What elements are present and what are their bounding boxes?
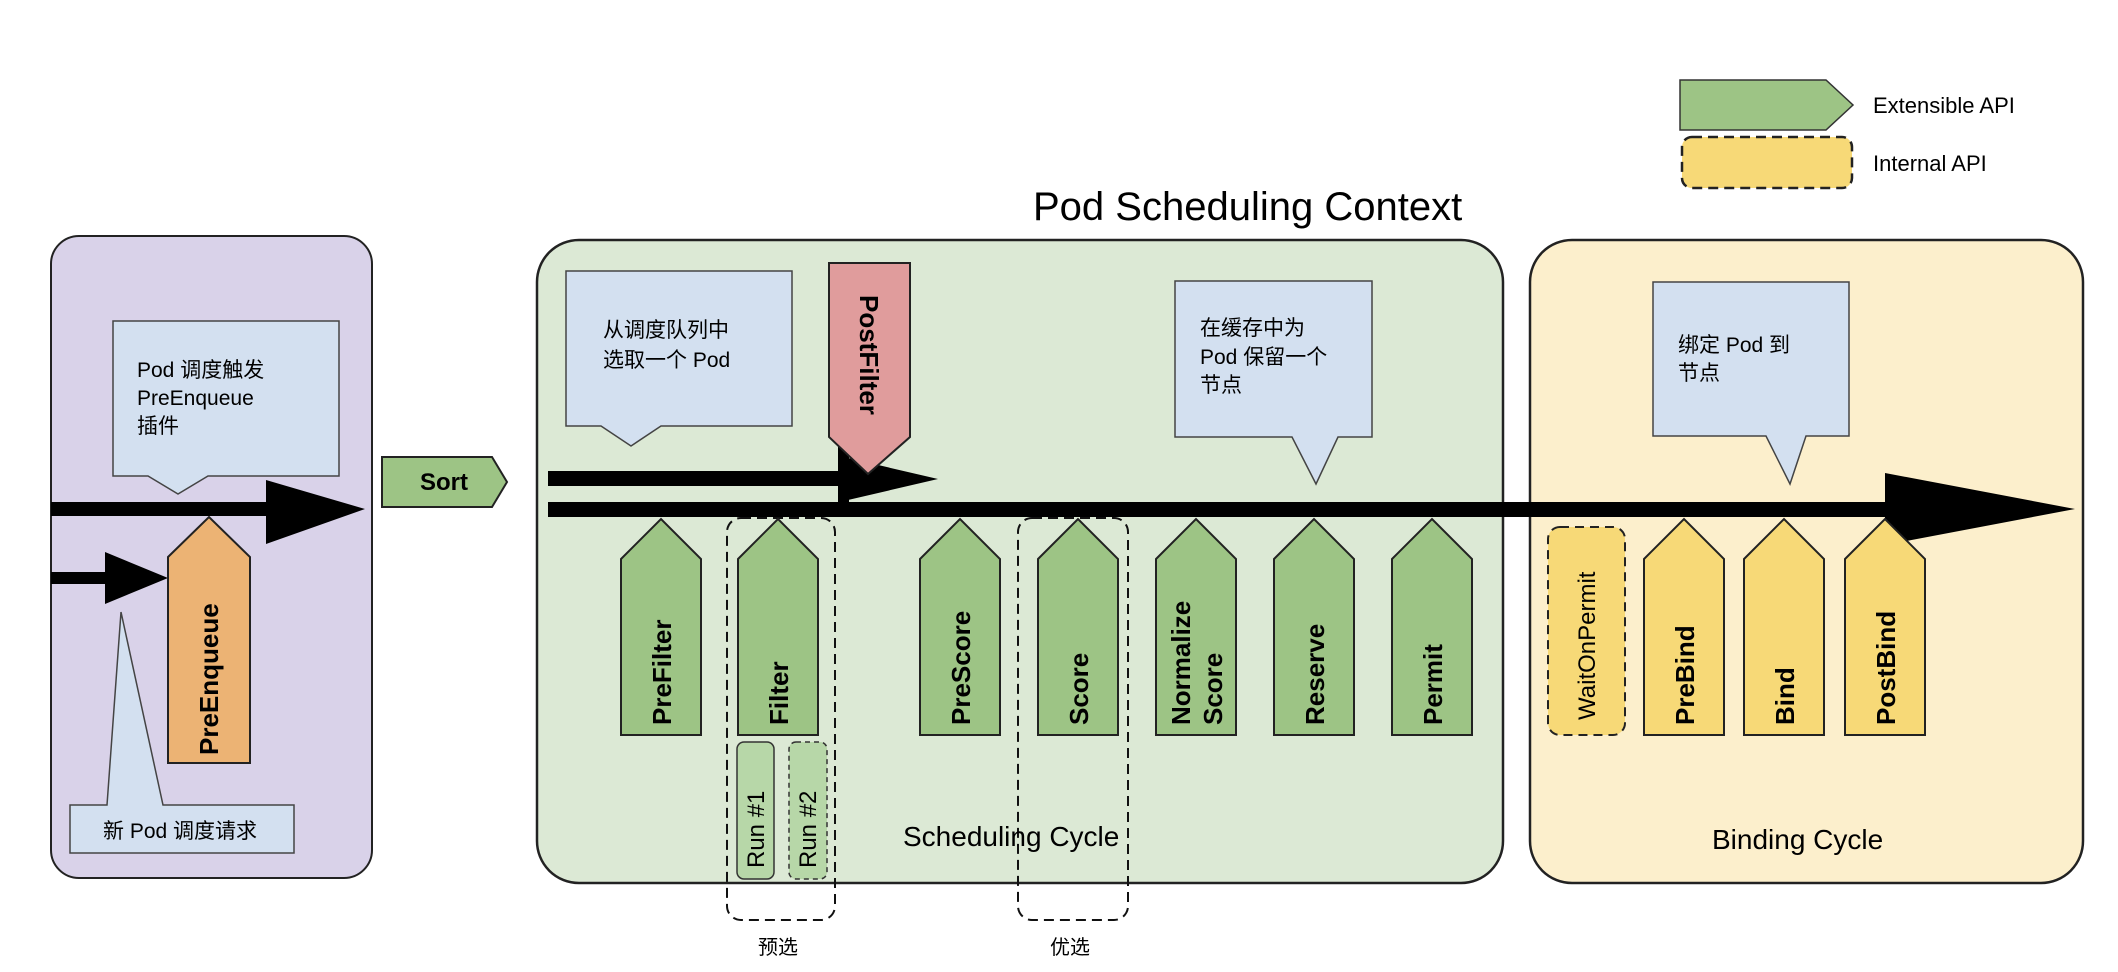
callout-select-pod <box>565 270 793 447</box>
plugin-permit-label: Permit <box>1418 644 1448 725</box>
legend-extensible-swatch <box>1679 79 1855 131</box>
run-2-box <box>788 741 828 880</box>
callout-reserve-node <box>1174 280 1373 486</box>
callout-reserve-line2: Pod 保留一个 <box>1200 346 1327 369</box>
legend-internal-swatch <box>1680 135 1854 190</box>
plugin-filter <box>737 517 819 736</box>
run-1-box <box>736 741 775 880</box>
callout-new-pod <box>69 611 295 854</box>
plugin-bind-label: Bind <box>1770 667 1800 725</box>
group-score-dashed <box>1017 517 1129 921</box>
binding-cycle-label: Binding Cycle <box>1712 824 1883 855</box>
plugin-prebind-label: PreBind <box>1670 625 1700 725</box>
plugin-postfilter <box>828 262 911 476</box>
plugin-filter-label: Filter <box>764 661 794 725</box>
callout-reserve-line1: 在缓存中为 <box>1200 317 1305 340</box>
plugin-prescore-label: PreScore <box>946 611 976 725</box>
callout-preenqueue-line1: Pod 调度触发 <box>137 359 264 382</box>
plugin-score <box>1037 517 1119 736</box>
plugin-sort-label: Sort <box>420 469 468 496</box>
legend-extensible-label: Extensible API <box>1873 93 2015 118</box>
binding-plugins: PreBind Bind PostBind <box>1643 517 1926 736</box>
plugin-prescore <box>919 517 1001 736</box>
callout-preenqueue-line3: 插件 <box>137 415 179 438</box>
plugin-normalize-score <box>1155 517 1237 736</box>
plugin-postfilter-label: PostFilter <box>854 295 884 415</box>
scheduling-cycle-label: Scheduling Cycle <box>903 821 1119 852</box>
plugin-bind <box>1743 517 1825 736</box>
callout-preenqueue-line2: PreEnqueue <box>137 387 254 410</box>
plugin-normalize-score-label-2: Score <box>1198 653 1228 725</box>
queue-main-arrow <box>51 480 365 544</box>
plugin-prefilter-label: PreFilter <box>647 620 677 726</box>
plugin-postbind-label: PostBind <box>1871 611 1901 725</box>
callout-preenqueue-trigger <box>112 320 340 495</box>
plugin-prebind <box>1643 517 1725 736</box>
group-filter-dashed <box>726 517 836 921</box>
callout-new-pod-label: 新 Pod 调度请求 <box>103 820 257 843</box>
run-2-label: Run #2 <box>795 791 822 868</box>
plugin-waitonpermit <box>1547 526 1626 736</box>
legend: Extensible API Internal API <box>1679 79 2015 190</box>
plugin-prefilter <box>620 517 702 736</box>
group-filter-label: 预选 <box>758 936 798 959</box>
plugin-preenqueue <box>167 515 251 764</box>
plugin-postbind <box>1844 517 1926 736</box>
plugin-reserve-label: Reserve <box>1300 624 1330 725</box>
run-1-label: Run #1 <box>743 791 770 868</box>
new-pod-arrow <box>51 552 168 604</box>
queue-panel: Pod 调度触发 PreEnqueue 插件 PreEnqueue 新 Pod … <box>50 235 373 879</box>
plugin-reserve <box>1273 517 1355 736</box>
plugin-preenqueue-label: PreEnqueue <box>194 603 224 755</box>
main-flow-arrow <box>548 473 2075 545</box>
group-score-label: 优选 <box>1050 936 1090 959</box>
callout-bind-line1: 绑定 Pod 到 <box>1678 334 1790 357</box>
plugin-permit <box>1391 517 1473 736</box>
plugin-sort <box>381 456 509 508</box>
diagram-title: Pod Scheduling Context <box>1033 185 1462 229</box>
legend-internal-label: Internal API <box>1873 151 1987 176</box>
plugin-waitonpermit-label: WaitOnPermit <box>1574 571 1601 720</box>
plugin-normalize-score-label-1: Normalize <box>1166 601 1196 725</box>
callout-bind-line2: 节点 <box>1678 362 1720 385</box>
plugin-score-label: Score <box>1064 653 1094 725</box>
callout-reserve-line3: 节点 <box>1200 374 1242 397</box>
callout-bind-pod <box>1652 281 1850 486</box>
callout-select-line1: 从调度队列中 <box>603 319 729 342</box>
postfilter-connector <box>838 440 849 512</box>
dequeue-arrow <box>548 458 938 500</box>
callout-select-line2: 选取一个 Pod <box>603 349 730 372</box>
